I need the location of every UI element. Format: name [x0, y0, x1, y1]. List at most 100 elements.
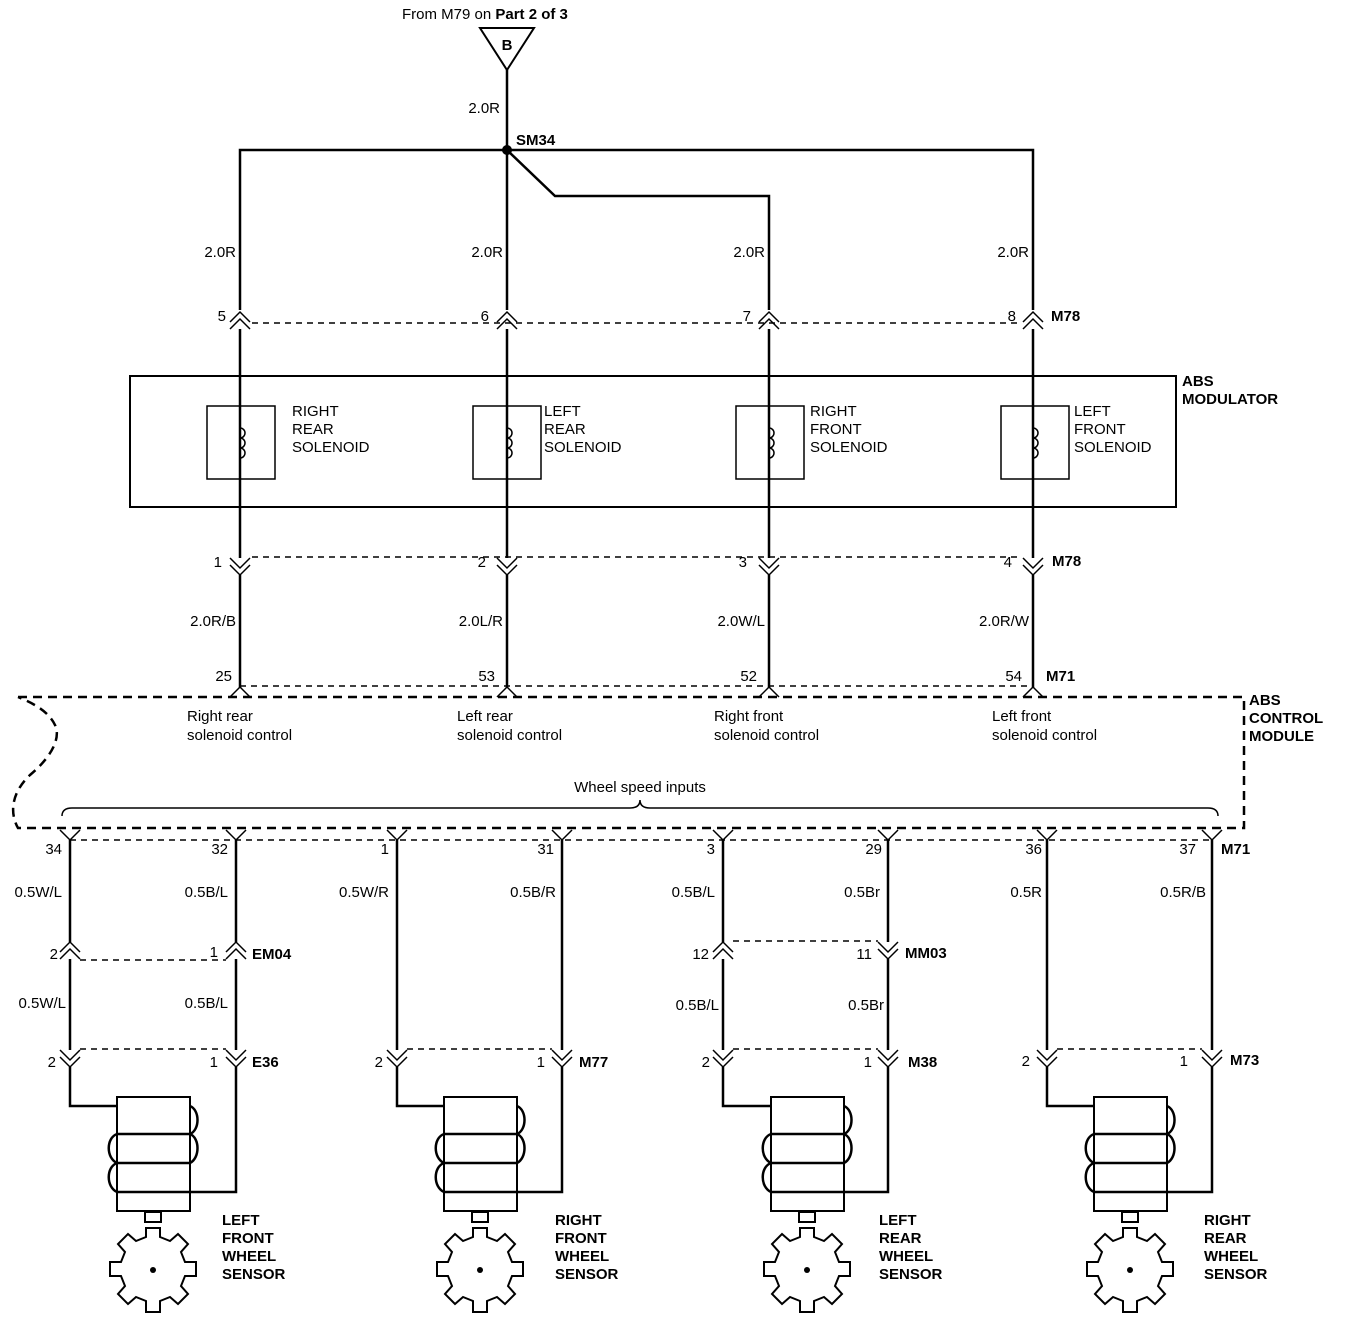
- module-output-label: Left front solenoid control: [992, 708, 1097, 744]
- connector-m77-label: M77: [579, 1054, 608, 1071]
- mid-wire-label: 2.0W/L: [717, 613, 765, 630]
- connector-em04-label: EM04: [252, 946, 292, 963]
- sensor-connector-pin: 2: [702, 1054, 710, 1071]
- right-rear-wheel-sensor-label: RIGHT REAR WHEEL SENSOR: [1204, 1212, 1268, 1283]
- module-pin-number: 53: [478, 668, 495, 685]
- abs-control-module-title: ABS CONTROL MODULE: [1249, 692, 1327, 745]
- connector-m71-upper-pins: [229, 685, 1044, 698]
- upper-wire-label: 2.0R: [471, 244, 503, 261]
- connector-m78-upper-label: M78: [1051, 308, 1080, 325]
- sensor-connector-pin: 2: [375, 1054, 383, 1071]
- left-rear-sensor-circuit: [712, 840, 899, 1194]
- left-rear-wheel-sensor-label: LEFT REAR WHEEL SENSOR: [879, 1212, 943, 1283]
- from-source-label: From M79 on Part 2 of 3: [402, 6, 568, 23]
- solenoid-label-left-rear: LEFT REAR SOLENOID: [544, 403, 622, 456]
- sensor-wire-label: 0.5W/R: [339, 884, 389, 901]
- sensor-connector-pin: 1: [537, 1054, 545, 1071]
- upper-wire-label: 2.0R: [204, 244, 236, 261]
- module-pin-number: 54: [1005, 668, 1022, 685]
- sensor-connector-pin: 2: [48, 1054, 56, 1071]
- upper-pin-number: 8: [1008, 308, 1016, 325]
- lower-pin-number: 4: [1004, 554, 1012, 571]
- solenoid-label-right-rear: RIGHT REAR SOLENOID: [292, 403, 370, 456]
- sensor-wire-label: 0.5W/L: [14, 884, 62, 901]
- wire-right-front-feed: [506, 149, 771, 310]
- mid-wire-label: 2.0R/B: [190, 613, 236, 630]
- connector-b-letter: B: [502, 37, 513, 54]
- inline-pin-number: 2: [50, 946, 58, 963]
- left-front-wheel-sensor-icon: [107, 1096, 199, 1313]
- connector-m71-lower-label: M71: [1221, 841, 1250, 858]
- sensor-pin-number: 31: [537, 841, 554, 858]
- inline-pin-number: 11: [856, 946, 872, 963]
- upper-pin-number: 7: [743, 308, 751, 325]
- inline-wire-label: 0.5B/L: [185, 995, 228, 1012]
- module-output-label: Right front solenoid control: [714, 708, 819, 744]
- connector-m78-lower-label: M78: [1052, 553, 1081, 570]
- left-rear-wheel-sensor-icon: [761, 1096, 853, 1313]
- left-front-wheel-sensor-label: LEFT FRONT WHEEL SENSOR: [222, 1212, 286, 1283]
- solenoid-label-right-front: RIGHT FRONT SOLENOID: [810, 403, 888, 456]
- connector-m78-upper-pins: [229, 310, 1044, 330]
- splice-sm34-label: SM34: [516, 132, 556, 149]
- lower-pin-number: 1: [214, 554, 222, 571]
- right-rear-wheel-sensor-icon: [1084, 1096, 1176, 1313]
- module-pin-number: 52: [740, 668, 757, 685]
- sensor-wire-label: 0.5R/B: [1160, 884, 1206, 901]
- sensor-wire-label: 0.5B/L: [672, 884, 715, 901]
- sensor-connector-pin: 2: [1022, 1053, 1030, 1070]
- left-front-sensor-circuit: [59, 840, 247, 1194]
- inline-wire-label: 0.5W/L: [18, 995, 66, 1012]
- feed-wire-label: 2.0R: [468, 100, 500, 117]
- right-rear-solenoid-icon: [206, 405, 276, 480]
- sensor-pin-number: 34: [45, 841, 62, 858]
- sensor-pin-number: 3: [707, 841, 715, 858]
- module-pin-number: 25: [215, 668, 232, 685]
- sensor-pin-number: 32: [211, 841, 228, 858]
- upper-pin-number: 6: [481, 308, 489, 325]
- inline-wire-label: 0.5B/L: [676, 997, 719, 1014]
- wheel-speed-brace: [61, 799, 1219, 817]
- wheel-speed-inputs-label: Wheel speed inputs: [574, 779, 706, 796]
- sensor-pin-number: 37: [1179, 841, 1196, 858]
- sensor-pin-number: 36: [1025, 841, 1042, 858]
- connector-m78-lower-pins: [229, 557, 1044, 577]
- module-output-label: Right rear solenoid control: [187, 708, 292, 744]
- upper-wire-label: 2.0R: [997, 244, 1029, 261]
- sensor-wire-label: 0.5Br: [844, 884, 880, 901]
- connector-e36-label: E36: [252, 1054, 279, 1071]
- abs-modulator-title: ABS MODULATOR: [1182, 373, 1278, 408]
- abs-control-module-outline: [11, 695, 1246, 830]
- sensor-wire-label: 0.5B/L: [185, 884, 228, 901]
- sensor-connector-pin: 1: [864, 1054, 872, 1071]
- sensor-connector-pin: 1: [210, 1054, 218, 1071]
- right-front-sensor-circuit: [386, 840, 573, 1194]
- sensor-connector-pin: 1: [1180, 1053, 1188, 1070]
- connector-m73-label: M73: [1230, 1052, 1259, 1069]
- module-output-label: Left rear solenoid control: [457, 708, 562, 744]
- upper-wire-label: 2.0R: [733, 244, 765, 261]
- sensor-wire-label: 0.5B/R: [510, 884, 556, 901]
- right-front-solenoid-icon: [735, 405, 805, 480]
- upper-pin-number: 5: [218, 308, 226, 325]
- mid-wire-label: 2.0L/R: [459, 613, 503, 630]
- right-rear-sensor-circuit: [1036, 840, 1223, 1194]
- connector-m71-upper-label: M71: [1046, 668, 1075, 685]
- abs-modulator-box: [129, 375, 1177, 508]
- lower-pin-number: 3: [739, 554, 747, 571]
- right-front-wheel-sensor-label: RIGHT FRONT WHEEL SENSOR: [555, 1212, 619, 1283]
- feed-bus: [238, 148, 1035, 310]
- left-rear-solenoid-icon: [472, 405, 542, 480]
- inline-pin-number: 12: [692, 946, 709, 963]
- connector-b-triangle: [478, 27, 536, 72]
- sensor-pin-number: 1: [381, 841, 389, 858]
- left-front-solenoid-icon: [1000, 405, 1070, 480]
- inline-pin-number: 1: [210, 944, 218, 961]
- connector-m38-label: M38: [908, 1054, 937, 1071]
- connector-m71-lower-pins: [59, 829, 1223, 842]
- inline-wire-label: 0.5Br: [848, 997, 884, 1014]
- connector-mm03-label: MM03: [905, 945, 947, 962]
- sensor-pin-number: 29: [865, 841, 882, 858]
- lower-pin-number: 2: [478, 554, 486, 571]
- mid-wire-label: 2.0R/W: [979, 613, 1030, 630]
